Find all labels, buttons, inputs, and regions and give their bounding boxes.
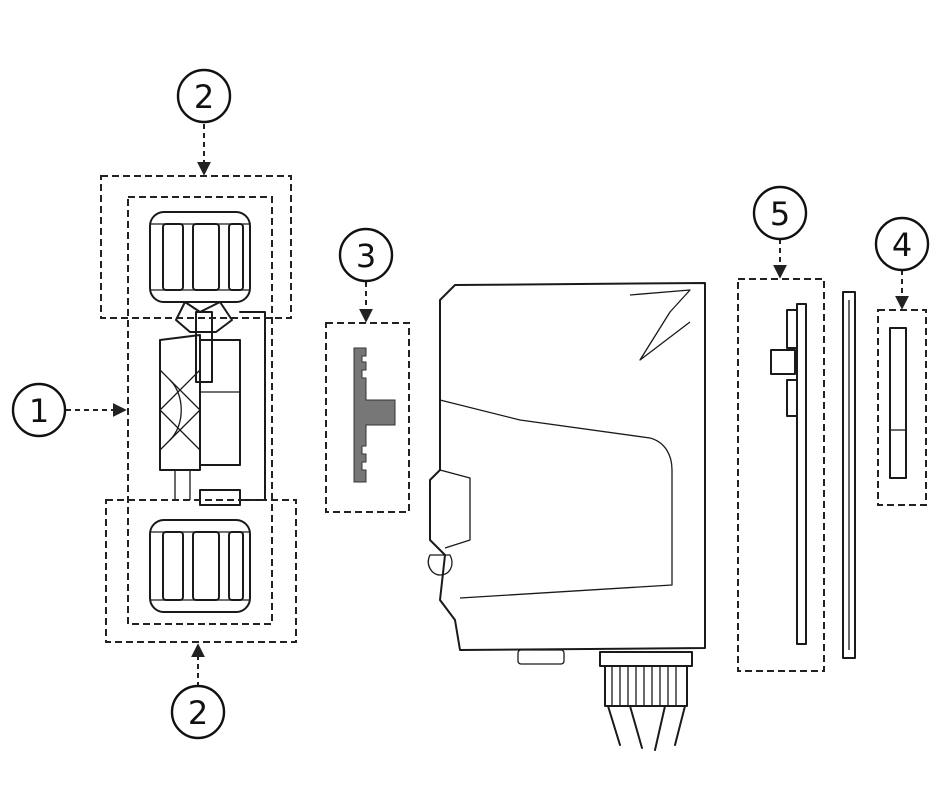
board-component-lower (786, 379, 798, 417)
part-5-circuit-board (737, 278, 825, 672)
valve-body (159, 301, 266, 506)
callout-4: 4 (874, 216, 930, 272)
part-3-group-box (325, 322, 410, 513)
callout-2-bottom-number: 2 (188, 694, 208, 732)
board-component-middle (770, 349, 796, 375)
callout-5: 5 (752, 185, 808, 241)
part-4-group-box (877, 309, 927, 506)
callout-1: 1 (11, 382, 67, 438)
callout-1-number: 1 (29, 392, 49, 430)
callout-2-bottom: 2 (170, 684, 226, 740)
bottom-union-nut (149, 519, 251, 613)
main-housing (427, 282, 706, 751)
callout-3-number: 3 (356, 237, 376, 275)
seal-profile (353, 347, 396, 483)
insert-outline (889, 327, 907, 479)
callout-4-number: 4 (892, 226, 912, 264)
board-pcb (796, 303, 807, 645)
top-union-nut (149, 211, 251, 303)
callout-3: 3 (338, 227, 394, 283)
part-2-top-group-box (100, 175, 292, 319)
part-3-seal (325, 322, 410, 513)
callout-2-top-number: 2 (194, 78, 214, 116)
part-4-insert (877, 309, 927, 506)
callout-5-number: 5 (770, 195, 790, 233)
cover-plate-outline (842, 291, 856, 659)
part-1-group-box (127, 196, 273, 625)
board-component-upper (786, 309, 798, 349)
part-2-bottom-group-box (105, 499, 297, 643)
cable-gland (599, 651, 693, 751)
part-5-group-box (737, 278, 825, 672)
part-1-fitting-assembly (127, 196, 273, 625)
cover-plate (842, 291, 856, 659)
callout-2-top: 2 (176, 68, 232, 124)
